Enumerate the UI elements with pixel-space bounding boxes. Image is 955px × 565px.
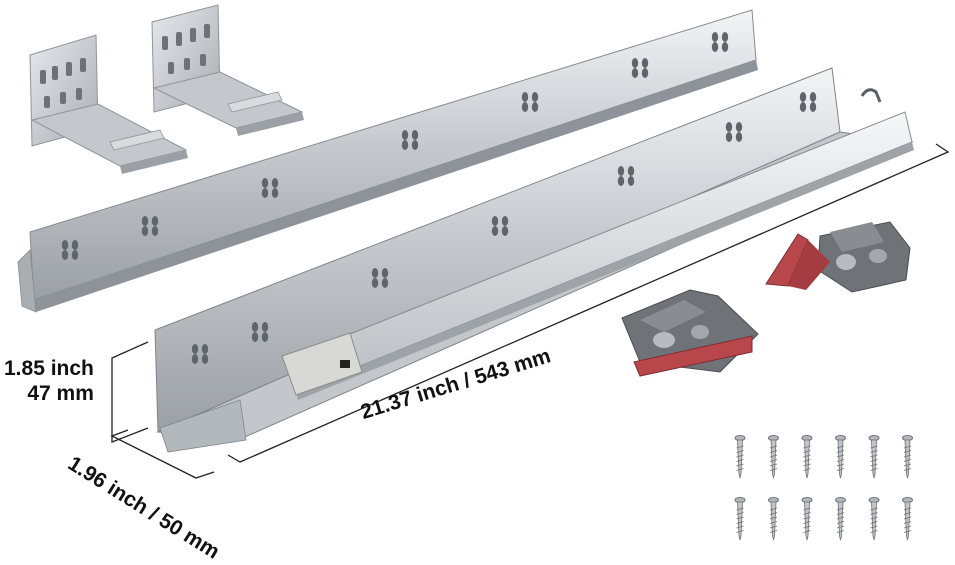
mounting-hole	[201, 344, 209, 354]
mounting-hole	[641, 58, 649, 68]
mounting-hole	[521, 92, 529, 102]
mounting-hole	[371, 278, 379, 288]
drawer-slide-rail-front	[154, 67, 914, 453]
mounting-hole	[735, 132, 743, 142]
mounting-hole	[721, 32, 729, 42]
mounting-hole	[501, 216, 509, 226]
screw	[768, 435, 779, 479]
mounting-hole	[261, 178, 269, 188]
screw-set	[734, 435, 913, 541]
mounting-hole	[627, 166, 635, 176]
screw	[768, 497, 779, 541]
mounting-hole	[531, 92, 539, 102]
mounting-hole	[71, 240, 79, 250]
mounting-hole	[627, 176, 635, 186]
height-mm-text: 47 mm	[27, 382, 94, 405]
screw	[801, 435, 813, 479]
mounting-hole	[151, 226, 159, 236]
mounting-hole	[711, 42, 719, 52]
mounting-hole	[411, 130, 419, 140]
mounting-hole	[721, 42, 729, 52]
mounting-hole	[491, 216, 499, 226]
mounting-hole	[631, 68, 639, 78]
mounting-hole	[501, 226, 509, 236]
mounting-hole	[201, 354, 209, 364]
screw	[835, 497, 846, 541]
mounting-hole	[381, 278, 389, 288]
mounting-hole	[491, 226, 499, 236]
length-dimension-line	[227, 143, 950, 463]
mounting-hole	[251, 322, 259, 332]
mounting-hole	[809, 102, 817, 112]
screw	[734, 435, 746, 479]
mounting-hole	[251, 332, 259, 342]
mounting-hole	[617, 176, 625, 186]
mounting-hole	[261, 332, 269, 342]
mounting-hole	[531, 102, 539, 112]
mounting-hole	[261, 322, 269, 332]
mounting-hole	[711, 32, 719, 42]
mounting-hole	[617, 166, 625, 176]
screw	[868, 497, 880, 541]
mounting-hole	[735, 122, 743, 132]
mounting-hole	[61, 250, 69, 260]
rail-end-cap	[281, 332, 363, 396]
mounting-hole	[371, 268, 379, 278]
screw	[902, 497, 913, 541]
locking-device-right	[765, 221, 911, 293]
depth-dimension-line	[110, 429, 215, 479]
height-dimension-label: 1.85 inch 47 mm	[4, 356, 94, 406]
mounting-hole	[271, 188, 279, 198]
drawer-slide-rail-back	[17, 9, 758, 313]
mounting-hole	[799, 102, 807, 112]
screw	[801, 497, 813, 541]
screw	[835, 435, 846, 479]
mounting-hole	[191, 354, 199, 364]
mounting-hole	[641, 68, 649, 78]
mounting-hole	[271, 178, 279, 188]
rear-mounting-bracket-right	[151, 4, 304, 136]
mounting-hole	[141, 216, 149, 226]
screw	[868, 435, 880, 479]
mounting-hole	[809, 92, 817, 102]
screw	[734, 497, 746, 541]
mounting-hole	[61, 240, 69, 250]
mounting-hole	[799, 92, 807, 102]
mounting-hole	[261, 188, 269, 198]
mounting-hole	[725, 132, 733, 142]
mounting-hole	[725, 122, 733, 132]
locking-device-left	[621, 289, 759, 377]
screw	[902, 435, 913, 479]
mounting-hole	[71, 250, 79, 260]
mounting-hole	[631, 58, 639, 68]
mounting-hole	[411, 140, 419, 150]
mounting-hole	[401, 130, 409, 140]
height-dimension-line	[111, 341, 149, 443]
mounting-hole	[521, 102, 529, 112]
height-inch-text: 1.85 inch	[4, 357, 94, 380]
mounting-hole	[401, 140, 409, 150]
rear-mounting-bracket-left	[29, 34, 188, 174]
mounting-hole	[151, 216, 159, 226]
mounting-hole	[381, 268, 389, 278]
mounting-hole	[141, 226, 149, 236]
mounting-hole	[191, 344, 199, 354]
